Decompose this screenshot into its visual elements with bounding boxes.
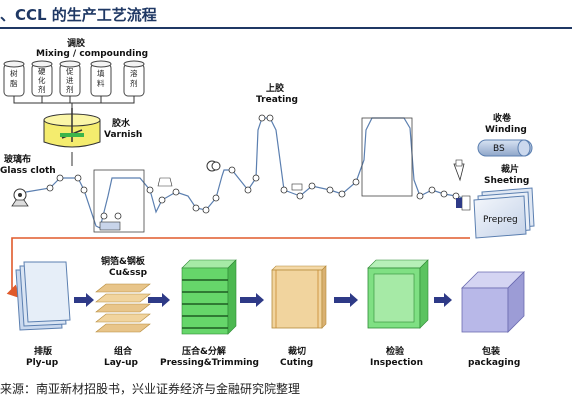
prepreg-stack: Prepreg <box>473 187 535 239</box>
guide-rollers <box>46 114 460 220</box>
jar-label: 剂 <box>130 78 138 88</box>
raw-material-jars: 树 脂 硬 化 剂 促 进 剂 填 料 <box>3 60 145 97</box>
pressing-step: 压合&分解 Pressing&Trimming <box>160 259 259 368</box>
treating-label-en: Treating <box>256 95 298 105</box>
jar-resin: 树 脂 <box>3 60 25 97</box>
varnish-tank <box>43 108 101 148</box>
step-label-en: Lay-up <box>104 358 139 368</box>
step-arrow-3 <box>334 293 358 307</box>
jar-label: 溶 <box>130 68 138 78</box>
step-label-cn: 裁切 <box>288 345 306 357</box>
bs-roll-label: BS <box>493 144 505 154</box>
step-label-cn: 包装 <box>481 345 501 357</box>
ply-up-step: 排版 Ply-up <box>15 261 71 368</box>
step-label-cn: 压合&分解 <box>182 345 226 357</box>
jar-label: 进 <box>66 76 74 85</box>
jar-filler: 填 料 <box>90 60 112 97</box>
curing-oven <box>361 117 413 197</box>
winding-label-en: Winding <box>485 125 527 135</box>
winding-section: 收卷 Winding BS 裁片 Sheeting Prepreg <box>456 112 535 239</box>
packaging-step: 包装 packaging <box>461 271 525 368</box>
cutting-step: 裁切 Cuting <box>271 265 327 368</box>
prepreg-label: Prepreg <box>483 215 518 225</box>
mixing-title-en: Mixing / compounding <box>36 49 148 59</box>
sheeting-label-en: Sheeting <box>484 176 529 186</box>
step-label-en: Ply-up <box>26 358 59 368</box>
step-label-en: Pressing&Trimming <box>160 358 259 368</box>
winding-label-cn: 收卷 <box>493 112 512 124</box>
jar-hardener: 硬 化 剂 <box>31 60 53 97</box>
feed-pipes <box>13 96 135 114</box>
page-title: 、CCL 的生产工艺流程 <box>0 6 157 24</box>
glass-cloth-label-en: Glass cloth <box>0 166 56 176</box>
lay-up-step: 组合 Lay-up <box>95 283 151 368</box>
jar-solvent: 溶 剂 <box>123 60 145 97</box>
jar-label: 填 <box>97 68 105 78</box>
jar-label: 树 <box>10 68 18 78</box>
step-label-cn: 组合 <box>114 345 133 357</box>
drying-tower <box>93 169 145 233</box>
step-label-cn: 检验 <box>386 345 405 357</box>
jar-label: 化 <box>38 75 46 85</box>
step-arrow-1 <box>74 293 94 307</box>
feed-roll <box>461 195 471 211</box>
treating-label-cn: 上胶 <box>266 82 284 94</box>
dip-tank <box>99 221 121 231</box>
title-underline <box>0 27 572 29</box>
glass-cloth-label-cn: 玻璃布 <box>4 153 31 165</box>
jar-label: 剂 <box>66 84 74 94</box>
glass-cloth-roll <box>11 188 29 207</box>
jar-label: 剂 <box>38 84 46 94</box>
inspection-step: 检验 Inspection <box>367 259 429 368</box>
jar-label: 硬 <box>38 67 46 76</box>
step-arrow-4 <box>434 293 452 307</box>
copper-label-group: 铜箔&钢板 Cu&ssp <box>101 255 148 278</box>
squeeze-unit <box>157 177 173 187</box>
jar-label: 脂 <box>10 78 18 88</box>
step-label-en: Inspection <box>370 358 423 368</box>
mixing-title-cn: 调胶 <box>67 37 85 49</box>
jar-label: 料 <box>97 78 105 88</box>
treating-line: 玻璃布 Glass cloth <box>0 82 471 233</box>
source-note: 来源：南亚新材招股书，兴业证券经济与金融研究院整理 <box>0 382 301 396</box>
copper-label-en: Cu&ssp <box>109 268 148 278</box>
jar-accelerator: 促 进 剂 <box>59 60 81 97</box>
idler-roller <box>211 161 221 171</box>
process-connector-arrow <box>6 237 470 299</box>
bs-roll-end <box>517 139 531 157</box>
step-label-en: Cuting <box>280 358 313 368</box>
step-arrow-2 <box>240 293 264 307</box>
coater-unit <box>291 183 303 191</box>
sheeting-label-cn: 裁片 <box>501 163 519 175</box>
sheeting-cutter <box>453 159 465 182</box>
step-arrow-lay <box>148 293 170 307</box>
feed-roll-core <box>456 198 462 208</box>
varnish-label-cn: 胶水 <box>112 117 131 129</box>
step-label-cn: 排版 <box>34 345 52 357</box>
jar-label: 促 <box>66 67 74 76</box>
mixing-section: 调胶 Mixing / compounding 树 脂 硬 化 剂 促 进 <box>3 37 148 166</box>
copper-label-cn: 铜箔&钢板 <box>101 255 146 267</box>
step-label-en: packaging <box>468 358 520 368</box>
varnish-label-en: Varnish <box>104 130 142 140</box>
